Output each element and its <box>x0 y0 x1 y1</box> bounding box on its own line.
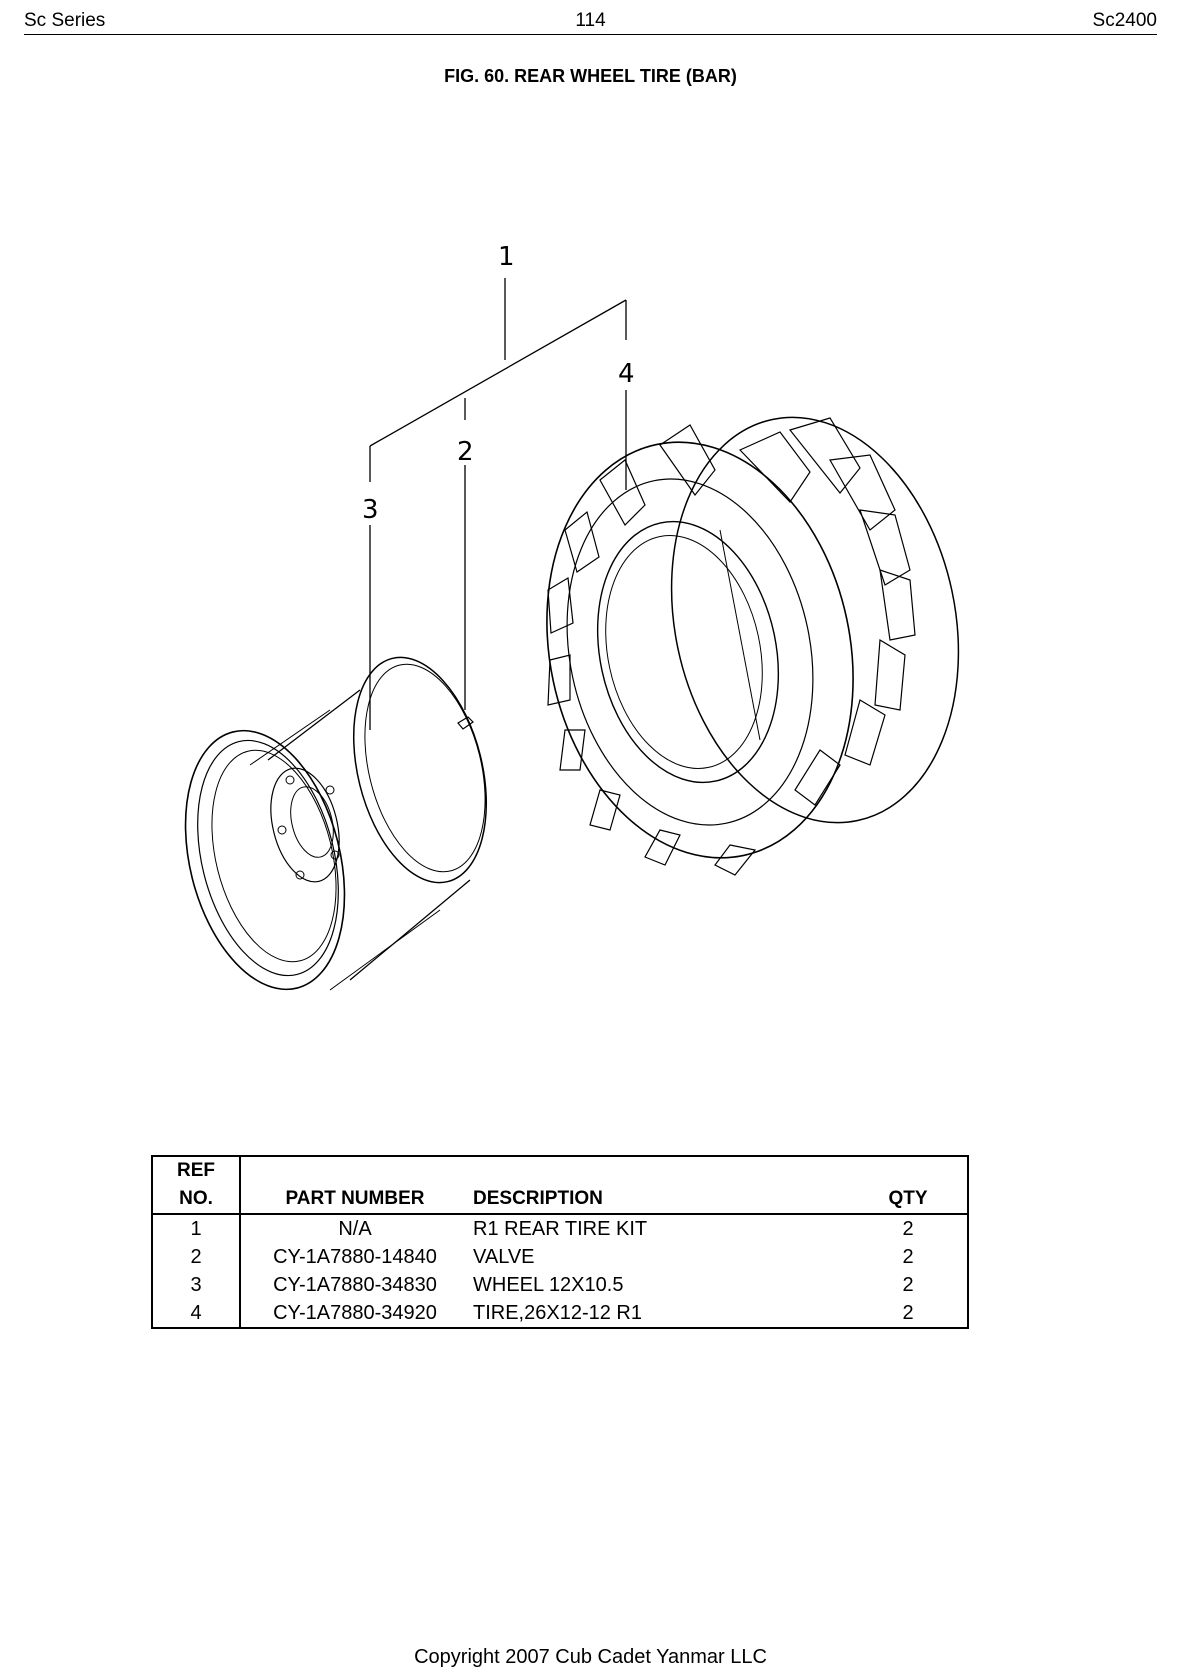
copyright-footer: Copyright 2007 Cub Cadet Yanmar LLC <box>0 1646 1181 1669</box>
ref-header-top: REF <box>152 1156 240 1185</box>
table-row: 4 CY-1A7880-34920 TIRE,26X12-12 R1 2 <box>152 1299 968 1328</box>
description-cell: TIRE,26X12-12 R1 <box>469 1299 849 1328</box>
description-header: DESCRIPTION <box>469 1185 849 1214</box>
callout-4: 4 <box>618 359 635 389</box>
description-cell: R1 REAR TIRE KIT <box>469 1214 849 1243</box>
part-number-header: PART NUMBER <box>240 1185 469 1214</box>
qty-cell: 2 <box>849 1243 968 1271</box>
table-header-row: NO. PART NUMBER DESCRIPTION QTY <box>152 1185 968 1214</box>
tire <box>510 390 995 886</box>
qty-cell: 2 <box>849 1214 968 1243</box>
callout-3: 3 <box>362 495 379 525</box>
callout-1: 1 <box>498 242 515 272</box>
exploded-diagram: 1 2 3 4 <box>0 220 1181 1040</box>
table-row: 2 CY-1A7880-14840 VALVE 2 <box>152 1243 968 1271</box>
qty-header: QTY <box>849 1185 968 1214</box>
model-label: Sc2400 <box>1093 10 1157 32</box>
description-cell: VALVE <box>469 1243 849 1271</box>
table-row: 3 CY-1A7880-34830 WHEEL 12X10.5 2 <box>152 1271 968 1299</box>
ref-cell: 2 <box>152 1243 240 1271</box>
qty-cell: 2 <box>849 1271 968 1299</box>
wheel-rim <box>160 643 508 1006</box>
part-number-cell: CY-1A7880-14840 <box>240 1243 469 1271</box>
figure-title: FIG. 60. REAR WHEEL TIRE (BAR) <box>0 66 1181 87</box>
description-cell: WHEEL 12X10.5 <box>469 1271 849 1299</box>
part-number-cell: CY-1A7880-34830 <box>240 1271 469 1299</box>
page-header: Sc Series 114 Sc2400 <box>24 8 1157 35</box>
ref-cell: 3 <box>152 1271 240 1299</box>
ref-cell: 4 <box>152 1299 240 1328</box>
page-number: 114 <box>24 10 1157 32</box>
part-number-cell: CY-1A7880-34920 <box>240 1299 469 1328</box>
table-row: 1 N/A R1 REAR TIRE KIT 2 <box>152 1214 968 1243</box>
table-header-row-top: REF <box>152 1156 968 1185</box>
leader-lines <box>370 278 626 730</box>
ref-cell: 1 <box>152 1214 240 1243</box>
part-number-cell: N/A <box>240 1214 469 1243</box>
callout-2: 2 <box>457 437 474 467</box>
parts-table: REF NO. PART NUMBER DESCRIPTION QTY 1 N/… <box>151 1155 969 1329</box>
ref-header-bottom: NO. <box>152 1185 240 1214</box>
qty-cell: 2 <box>849 1299 968 1328</box>
